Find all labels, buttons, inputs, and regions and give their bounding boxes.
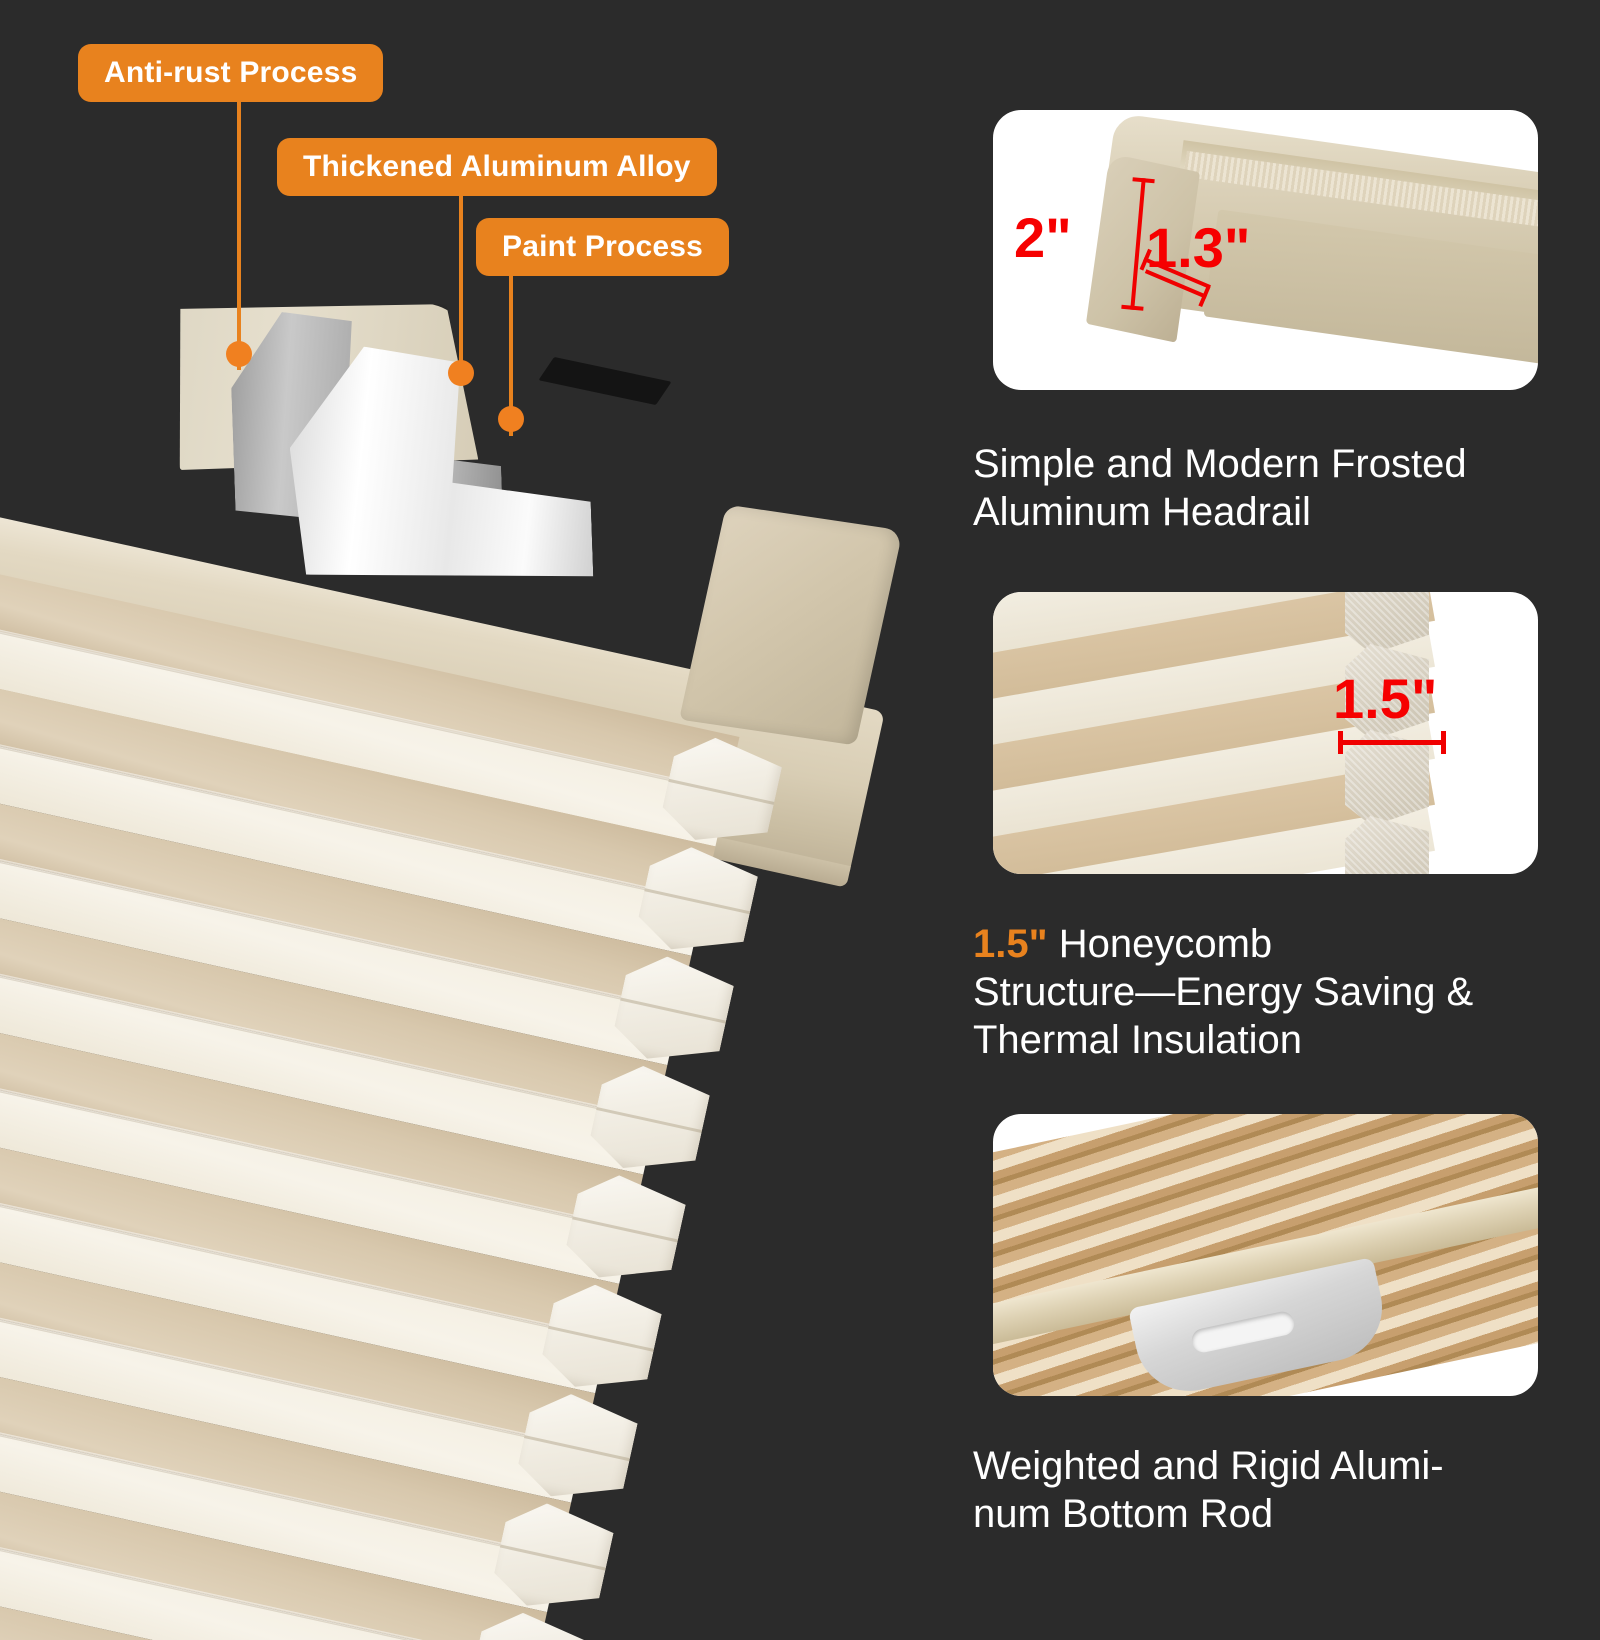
leader-dot-icon-paint-process [498, 406, 524, 432]
leader-line-anti-rust [237, 100, 241, 370]
feature-panel-headrail: 2" 1.3" [993, 110, 1538, 390]
feature-caption-bottom-rod: Weighted and Rigid Alumi- num Bottom Rod [973, 1442, 1543, 1538]
dimension-label-2in: 2" [1014, 206, 1072, 269]
leader-line-paint-process [509, 274, 513, 436]
caption-line-1-rest: Honeycomb [1047, 922, 1273, 966]
headrail-slot [538, 356, 672, 406]
infographic-stage: Anti-rust Process Thickened Aluminum All… [0, 0, 1600, 1600]
feature-caption-honeycomb: 1.5" Honeycomb Structure—Energy Saving &… [973, 920, 1543, 1064]
caption-line-2: num Bottom Rod [973, 1492, 1274, 1536]
feature-panel-bottom-rod [993, 1114, 1538, 1396]
caption-line-2: Structure—Energy Saving & [973, 970, 1474, 1014]
leader-dot-icon-anti-rust [226, 341, 252, 367]
callout-thickened-aluminum-alloy[interactable]: Thickened Aluminum Alloy [277, 138, 717, 196]
leader-line-aluminum-alloy [459, 194, 463, 384]
leader-dot-icon-aluminum-alloy [448, 360, 474, 386]
dimension-label-1-3in: 1.3" [1146, 216, 1251, 279]
callout-anti-rust-process[interactable]: Anti-rust Process [78, 44, 384, 102]
accent-measurement: 1.5" [973, 922, 1048, 966]
caption-line-1: Simple and Modern Frosted [973, 442, 1467, 486]
dimension-label-1-5in: 1.5" [1333, 667, 1438, 730]
caption-line-2: Aluminum Headrail [973, 490, 1311, 534]
caption-line-1: 1.5" Honeycomb [973, 920, 1543, 968]
feature-caption-headrail: Simple and Modern Frosted Aluminum Headr… [973, 440, 1543, 536]
feature-panel-honeycomb: 1.5" [993, 592, 1538, 874]
dimension-line-cell-15in [1338, 731, 1446, 754]
caption-line-3: Thermal Insulation [973, 1018, 1303, 1062]
caption-line-1: Weighted and Rigid Alumi- [973, 1444, 1444, 1488]
honeycomb-macro-cell [1345, 730, 1429, 826]
callout-paint-process[interactable]: Paint Process [476, 218, 730, 276]
honeycomb-macro-cell [1345, 644, 1429, 740]
